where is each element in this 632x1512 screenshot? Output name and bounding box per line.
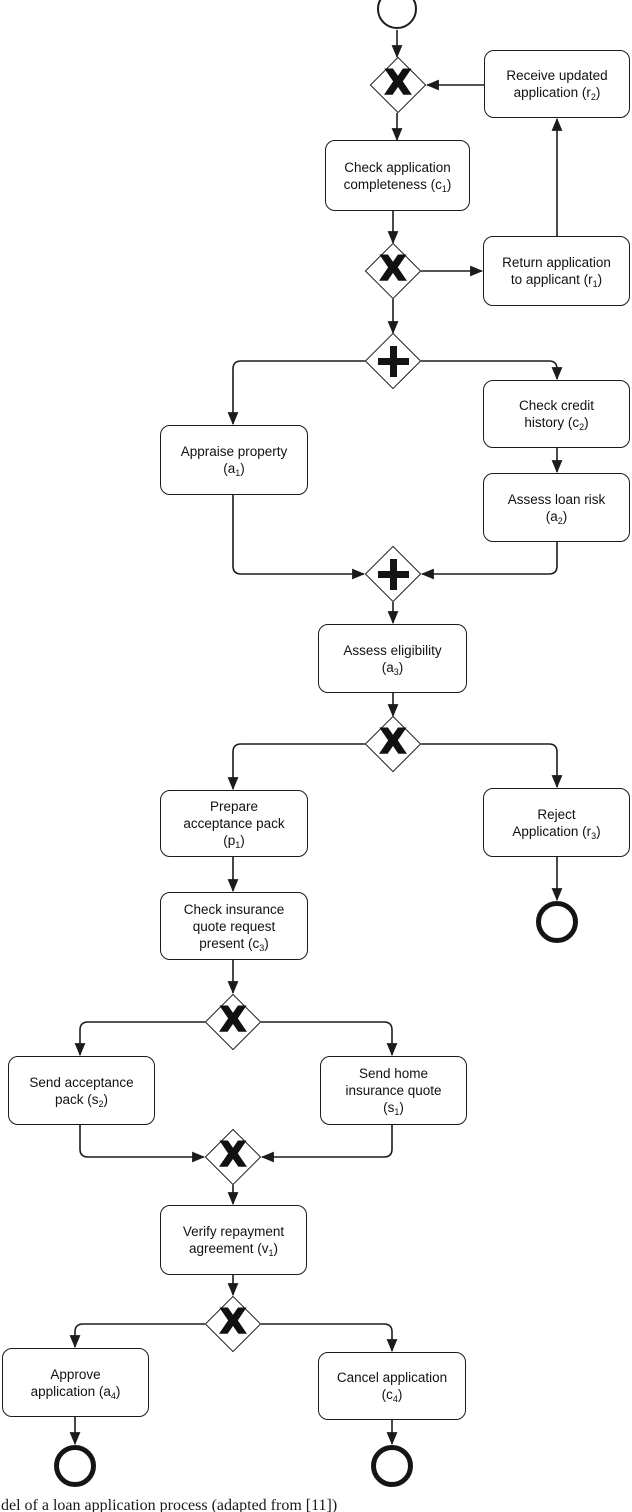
subscript-index: 1 <box>268 1248 274 1258</box>
exclusive-gateway-x-icon: X <box>205 1129 261 1185</box>
plus-icon <box>377 345 409 377</box>
task-send-home-insurance-quote: Send home insurance quote (s1) <box>320 1056 467 1125</box>
end-event-approved <box>54 1445 96 1487</box>
subscript-index: 2 <box>590 92 596 102</box>
end-event-cancelled <box>371 1445 413 1487</box>
task-appraise-property: Appraise property (a1) <box>160 425 308 495</box>
task-check-credit-history: Check credit history (c2) <box>483 380 630 448</box>
task-label-line: completeness (c1) <box>343 176 452 194</box>
flow-gw5-to-r3 <box>421 743 563 789</box>
subscript-index: 2 <box>98 1098 104 1109</box>
task-label-line: Assess loan risk <box>507 491 606 507</box>
task-label-line: Send home <box>358 1066 429 1081</box>
task-label-line: history (c2) <box>524 415 589 432</box>
subscript-index: 2 <box>579 422 585 432</box>
x-icon: X <box>379 721 407 763</box>
task-label-line: acceptance pack <box>183 816 285 831</box>
task-cancel-application: Cancel application (c4) <box>318 1352 466 1420</box>
flow-gw3-to-c2 <box>421 360 563 381</box>
flow-s2-to-gw7 <box>79 1125 206 1163</box>
plus-icon <box>377 558 409 590</box>
task-label-line: Reject <box>537 806 576 822</box>
x-icon: X <box>379 248 407 290</box>
subscript-index: 1 <box>235 468 241 478</box>
flow-s1-to-gw7 <box>260 1125 393 1163</box>
task-label-line: Application (r3) <box>512 823 601 841</box>
task-verify-repayment-agreement: Verify repayment agreement (v1) <box>160 1205 307 1275</box>
task-assess-eligibility: Assess eligibility(a3) <box>318 624 467 693</box>
task-label-line: agreement (v1) <box>188 1241 279 1258</box>
flow-gw3-to-a1 <box>227 360 365 426</box>
task-label-line: Assess eligibility <box>343 642 442 658</box>
parallel-gateway-plus-icon <box>365 333 421 389</box>
figure-caption: del of a loan application process (adapt… <box>1 1497 338 1512</box>
flow-gw8-to-a4 <box>69 1323 205 1349</box>
x-icon: X <box>219 1301 247 1343</box>
flow-a1-to-gw4 <box>232 495 366 580</box>
flow-gw8-to-c4 <box>261 1323 398 1353</box>
task-label-line: Verify repayment <box>182 1224 285 1239</box>
task-label-line: Appraise property <box>180 444 288 459</box>
x-icon: X <box>384 62 412 104</box>
exclusive-gateway-x-icon: X <box>205 994 261 1050</box>
task-label-line: (a1) <box>223 461 245 478</box>
task-return-application-to-applicant: Return application to applicant (r1) <box>483 236 630 306</box>
subscript-index: 1 <box>592 279 598 289</box>
task-label-line: Receive updated <box>506 68 608 83</box>
task-label-line: application (a4) <box>30 1383 121 1401</box>
task-label-line: to applicant (r1) <box>510 272 603 289</box>
x-icon: X <box>219 1134 247 1176</box>
task-label-line: Prepare <box>209 799 259 814</box>
subscript-index: 1 <box>441 183 447 194</box>
task-label-line: Send acceptance <box>29 1074 134 1090</box>
task-label-line: present (c3) <box>199 935 269 953</box>
task-label-line: insurance quote <box>345 1083 442 1098</box>
subscript-index: 1 <box>394 1107 400 1117</box>
subscript-index: 3 <box>393 666 399 677</box>
parallel-gateway-plus-icon <box>365 546 421 602</box>
flow-gw5-to-p1 <box>227 743 365 791</box>
task-label-line: pack (s2) <box>54 1091 109 1109</box>
end-event-rejected <box>536 901 578 943</box>
flow-gw6-to-s1 <box>261 1021 398 1057</box>
subscript-index: 1 <box>235 840 241 850</box>
exclusive-gateway-x-icon: X <box>205 1296 261 1352</box>
task-label-line: Check credit <box>518 398 595 413</box>
task-label-line: (s1) <box>383 1100 404 1117</box>
task-label-line: Return application <box>502 255 611 270</box>
task-label-line: application (r2) <box>513 85 601 102</box>
subscript-index: 4 <box>110 1390 116 1401</box>
exclusive-gateway-x-icon: X <box>365 716 421 772</box>
flow-gw6-to-s2 <box>74 1021 205 1057</box>
flow-a2-to-gw4 <box>420 542 558 580</box>
task-label-line: (a3) <box>381 659 404 677</box>
task-assess-loan-risk: Assess loan risk(a2) <box>483 473 630 542</box>
task-label-line: Check application <box>344 159 451 175</box>
x-icon: X <box>219 999 247 1041</box>
task-label-line: Check insurance <box>183 901 285 917</box>
task-prepare-acceptance-pack: Prepare acceptance pack (p1) <box>160 790 308 857</box>
task-receive-updated-application: Receive updated application (r2) <box>484 50 630 118</box>
task-label-line: Approve <box>50 1366 101 1382</box>
subscript-index: 2 <box>557 515 563 526</box>
task-label-line: (c4) <box>381 1387 403 1404</box>
subscript-index: 4 <box>392 1394 398 1404</box>
subscript-index: 3 <box>259 942 265 953</box>
subscript-index: 3 <box>591 830 597 841</box>
task-label-line: Cancel application <box>336 1370 448 1385</box>
exclusive-gateway-x-icon: X <box>365 243 421 299</box>
task-label-line: quote request <box>192 918 276 934</box>
task-label-line: (a2) <box>545 508 568 526</box>
task-label-line: (p1) <box>223 833 245 850</box>
exclusive-gateway-x-icon: X <box>370 57 426 113</box>
